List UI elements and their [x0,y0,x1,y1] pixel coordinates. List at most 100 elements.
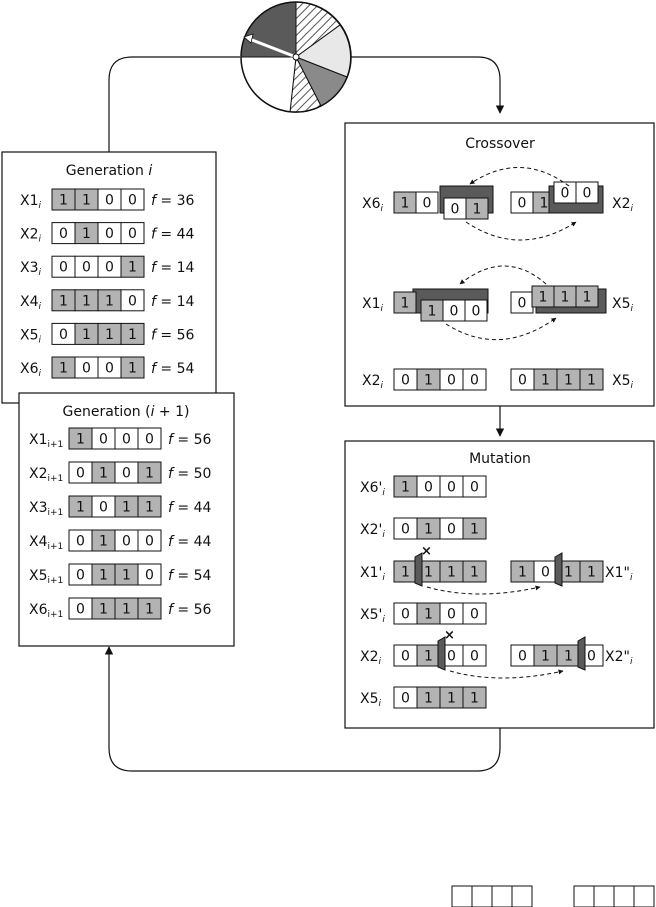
label-name: X2 [20,227,39,243]
gene-bit: 1 [564,565,573,581]
fitness-number: = 54 [173,568,212,584]
flip-gene-edge [577,636,586,671]
gene-bit: 0 [82,361,91,377]
label-subscript: i [381,381,384,391]
chromosome-label: X6i [20,361,42,379]
gene-bit: 1 [424,691,433,707]
mutation-arrow [426,585,541,595]
label-name: X2 [360,649,379,665]
gene-cell [120,255,145,278]
gene-cell [120,356,145,379]
gene-bit: 1 [401,296,410,312]
gene-bit: 1 [401,196,410,212]
chromosome-label: X6i+1 [29,602,63,620]
gene-bit: 1 [59,193,68,209]
gene-cell [462,368,487,391]
label-subscript: i [382,615,385,625]
gene-bit: 1 [99,568,108,584]
gene-cell [137,495,162,518]
gene-bit: 0 [447,373,456,389]
label-subscript: i [630,657,633,667]
gene-bit: 1 [541,373,550,389]
roulette-wheel [240,1,352,113]
gene-bit: 1 [128,260,137,276]
crossover-x5-head: 0 [510,291,534,314]
gene-bit: 1 [539,290,548,306]
chromosome-label: X2i [360,649,382,667]
crossover-swap-arrow [469,167,570,187]
gene-bit: 1 [122,602,131,618]
generation-next-title: Generation (i + 1) [63,404,190,420]
label-name: X2" [605,649,630,665]
gene-bit: 0 [450,304,459,320]
gene-bit: 1 [518,565,527,581]
arrow-mutation-to-next-generation [104,646,501,772]
label-subscript: i+1 [48,542,64,552]
gene-bit: 0 [587,649,596,665]
label-name: X5 [29,568,48,584]
gene-bit: 0 [128,293,137,309]
fitness-number: = 56 [173,602,212,618]
gene-bit: 1 [447,565,456,581]
gene-bit: 0 [105,260,114,276]
gene-bit: 1 [447,691,456,707]
fitness-number: = 14 [156,294,195,310]
gene-bit: 1 [470,522,479,538]
label-name: X5 [20,327,39,343]
gene-bit: 1 [401,480,410,496]
chromosome-label: X1i [362,296,384,314]
label-name: X4 [20,294,39,310]
gene-bit: 0 [99,500,108,516]
gene-cell [462,602,487,625]
blank-chromosome-left [451,885,533,907]
gene-bit: 0 [145,568,154,584]
fitness-number: = 56 [156,327,195,343]
mutation-panel [344,440,655,729]
gene-bit: 0 [59,260,68,276]
crossover-swap-arrow [459,265,547,285]
gene-bit: 1 [401,565,410,581]
fitness-symbol: f [168,500,175,516]
fitness-symbol: f [168,432,175,448]
label-name: X3 [20,260,39,276]
gene-cell [120,188,145,211]
gene-bit: 0 [401,522,410,538]
gene-bit: 1 [128,327,137,343]
gene-bit: 0 [518,196,527,212]
fitness-number: = 44 [173,534,212,550]
gene-bit: 0 [128,226,137,242]
gene-bit: 0 [472,304,481,320]
label-subscript: i [382,488,385,498]
arrow-wheel-to-crossover [350,56,505,114]
cycle-arrows [104,56,505,772]
label-subscript: i [39,235,42,245]
label-name: X1' [360,565,382,581]
chromosome-label: X1i+1 [29,432,63,450]
chromosome-label: X5i [612,373,634,391]
gene-cell [137,427,162,450]
gene-bit: 0 [470,373,479,389]
gene-bit: 0 [105,193,114,209]
label-subscript: i [382,530,385,540]
gene-bit: 1 [583,290,592,306]
gene-bit: 0 [99,432,108,448]
gene-cell [415,191,439,214]
gene-bit: 1 [76,432,85,448]
flip-gene-edge [437,636,446,671]
gene-bit: 1 [82,226,91,242]
gene-bit: 1 [105,327,114,343]
fitness-number: = 44 [173,500,212,516]
label-name: X1 [20,193,39,209]
wheel-slice-dark [240,1,297,58]
label-subscript: i [39,369,42,379]
fitness-value: f = 44 [168,534,211,550]
